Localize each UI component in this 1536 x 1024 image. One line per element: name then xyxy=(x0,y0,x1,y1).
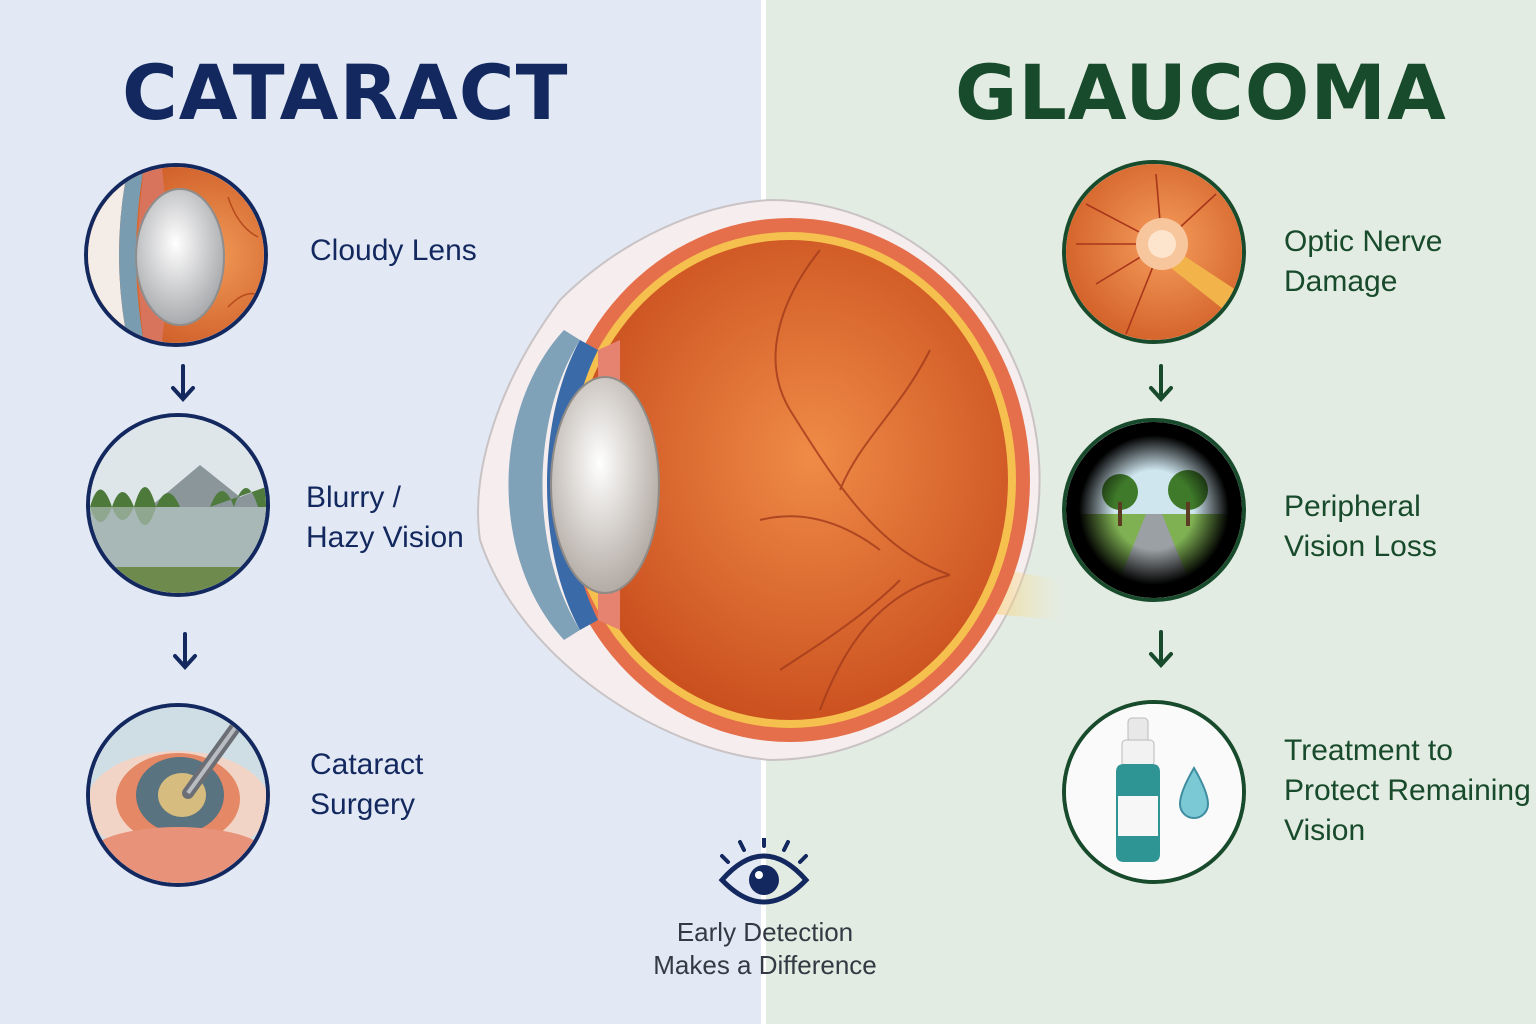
glaucoma-title: GLAUCOMA xyxy=(955,48,1447,137)
arrow-down-icon xyxy=(1149,364,1173,402)
cloudy-lens-label: Cloudy Lens xyxy=(310,234,477,267)
optic-nerve-image xyxy=(1062,160,1246,344)
treatment-label: Treatment to Protect Remaining Vision xyxy=(1284,734,1531,847)
cataract-surgery-image xyxy=(86,703,270,887)
blurry-landscape-image xyxy=(86,413,270,597)
eye-cross-section-illustration xyxy=(477,198,1060,762)
cataract-title: CATARACT xyxy=(122,48,569,137)
blurry-vision-label: Blurry / Hazy Vision xyxy=(306,481,464,554)
eye-drops-image xyxy=(1062,700,1246,884)
peripheral-vision-label: Peripheral Vision Loss xyxy=(1284,490,1437,563)
cloudy-lens-image xyxy=(84,163,268,347)
arrow-down-icon xyxy=(173,632,197,670)
arrow-down-icon xyxy=(1149,630,1173,668)
optic-nerve-label: Optic Nerve Damage xyxy=(1284,225,1443,298)
arrow-down-icon xyxy=(171,364,195,402)
footer-message: Early Detection Makes a Difference xyxy=(653,917,877,980)
tunnel-vision-image xyxy=(1062,418,1246,602)
cataract-surgery-label: Cataract Surgery xyxy=(310,748,424,821)
eye-icon xyxy=(718,838,810,905)
